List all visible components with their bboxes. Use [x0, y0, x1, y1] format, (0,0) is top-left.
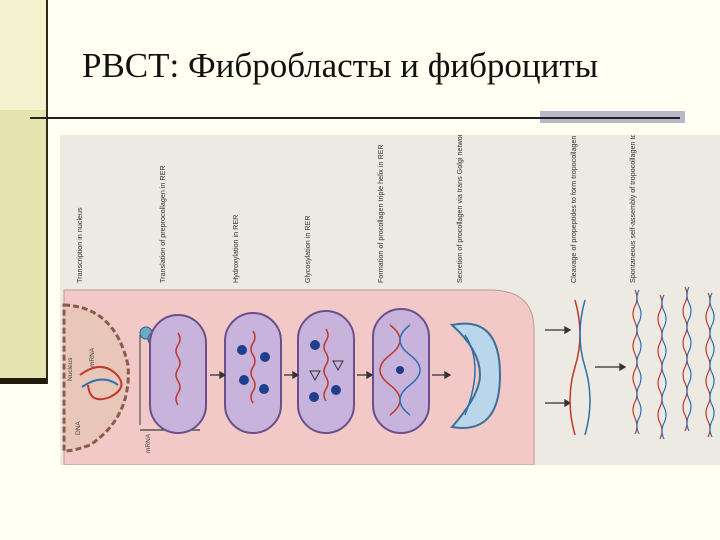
title-rule: [30, 117, 680, 119]
step-5-label: Formation of procollagen triple helix in…: [376, 144, 385, 283]
left-accent-bar: [0, 0, 46, 110]
tropocollagen-molecule: [570, 300, 590, 435]
step-2-label: Translation of preprocollagen in RER: [158, 165, 167, 283]
slide-title: РВСТ: Фибробласты и фиброциты: [82, 46, 598, 86]
rer-step-2: [150, 315, 206, 433]
step-labels: Transcription in nucleus Translation of …: [75, 135, 637, 283]
mrna-cyto-label: mRNA: [145, 433, 152, 453]
collagen-fibrils: [633, 287, 714, 439]
dna-label: DNA: [75, 421, 82, 435]
step-3-label: Hydroxylation in RER: [231, 215, 240, 283]
collagen-synthesis-figure: Transcription in nucleus Translation of …: [60, 135, 720, 465]
mrna-nucleus-label: mRNA: [89, 347, 96, 367]
rer-step-5: [373, 309, 429, 433]
nucleus-label: Nucleus: [67, 357, 74, 381]
rer-step-4: [298, 311, 354, 433]
step-1-label: Transcription in nucleus: [75, 207, 84, 283]
step-6-label: Secretion of procollagen via trans Golgi…: [455, 135, 464, 283]
left-accent-bar-lower: [0, 110, 46, 380]
step-7-label: Cleavage of propeptides to form tropocol…: [569, 135, 578, 283]
left-accent-dark-stripe: [0, 378, 46, 384]
step-8-label: Spontaneous self-assembly of tropocollag…: [628, 135, 637, 283]
rer-step-3: [225, 313, 281, 433]
step-4-label: Glycosylation in RER: [303, 215, 312, 283]
left-vertical-line: [46, 0, 48, 384]
